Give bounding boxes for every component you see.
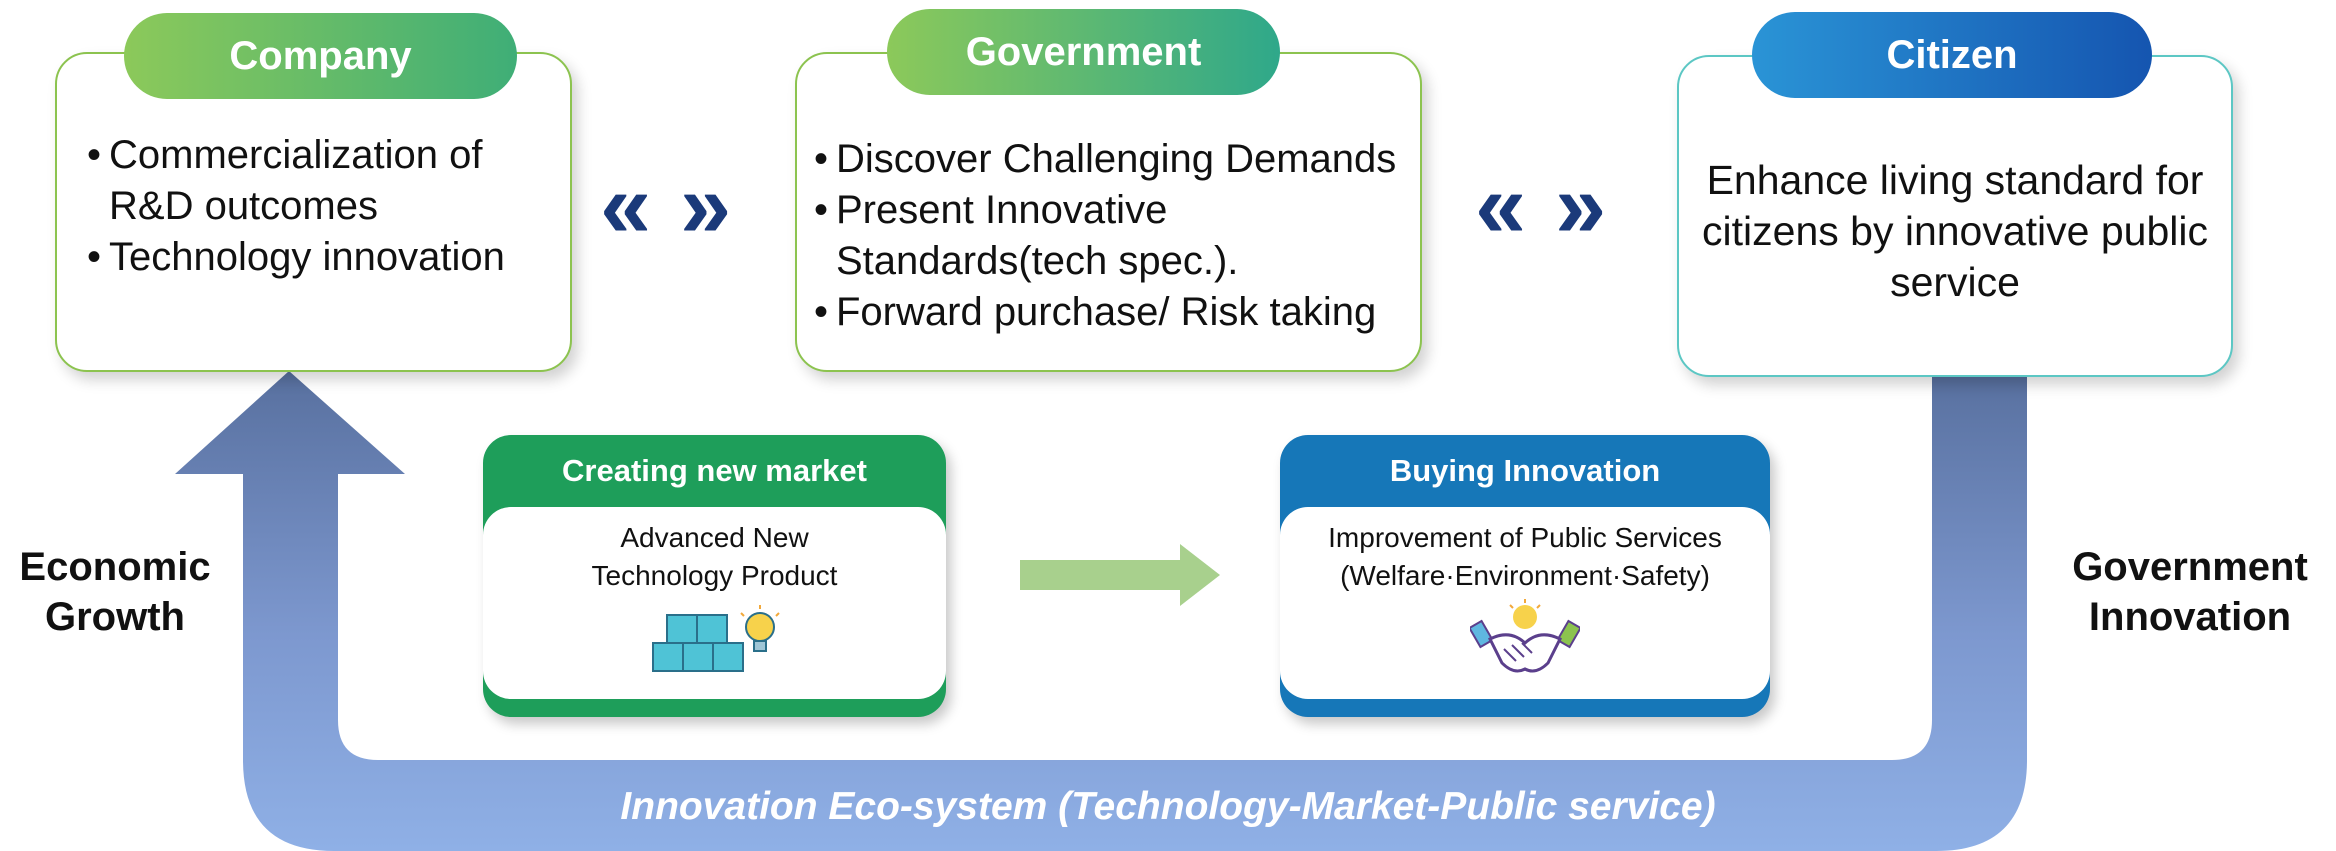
government-item-1: Discover Challenging Demands	[814, 134, 1414, 185]
chevron-right-icon: »	[1555, 155, 1607, 257]
buying-text: Improvement of Public Services (Welfare·…	[1328, 522, 1722, 591]
chevron-left-icon: «	[1475, 155, 1527, 257]
buying-title: Buying Innovation	[1389, 453, 1661, 488]
market-title: Creating new market	[562, 453, 867, 488]
market-card: Creating new market Advanced New Technol…	[483, 435, 946, 717]
chevron-right-icon: »	[680, 155, 732, 257]
chevron-left-icon: «	[600, 155, 652, 257]
company-item-1: Commercialization of R&D outcomes	[87, 130, 557, 232]
government-box: Discover Challenging Demands Present Inn…	[795, 52, 1422, 372]
handshake-icon	[1470, 599, 1580, 673]
government-title: Government	[887, 9, 1280, 95]
market-text: Advanced New Technology Product	[591, 522, 838, 591]
citizen-title: Citizen	[1752, 12, 2152, 98]
company-box: Commercialization of R&D outcomes Techno…	[55, 52, 572, 372]
government-innovation-label: Government Innovation	[2072, 545, 2308, 639]
eco-system-caption: Innovation Eco-system (Technology-Market…	[620, 785, 1716, 828]
boxes-lightbulb-icon	[651, 605, 780, 672]
citizen-text: Enhance living standard for citizens by …	[1702, 157, 2208, 305]
company-item-2: Technology innovation	[87, 232, 557, 283]
government-item-3: Forward purchase/ Risk taking	[814, 287, 1414, 338]
government-item-2: Present Innovative Standards(tech spec.)…	[814, 185, 1414, 287]
company-list: Commercialization of R&D outcomes Techno…	[87, 130, 557, 283]
buying-card: Buying Innovation Improvement of Public …	[1280, 435, 1770, 717]
government-list: Discover Challenging Demands Present Inn…	[814, 134, 1414, 338]
company-title: Company	[124, 13, 517, 99]
economic-growth-label: Economic Growth	[19, 545, 211, 639]
citizen-box: Enhance living standard for citizens by …	[1677, 55, 2233, 377]
arrow-right-icon	[1020, 544, 1220, 606]
